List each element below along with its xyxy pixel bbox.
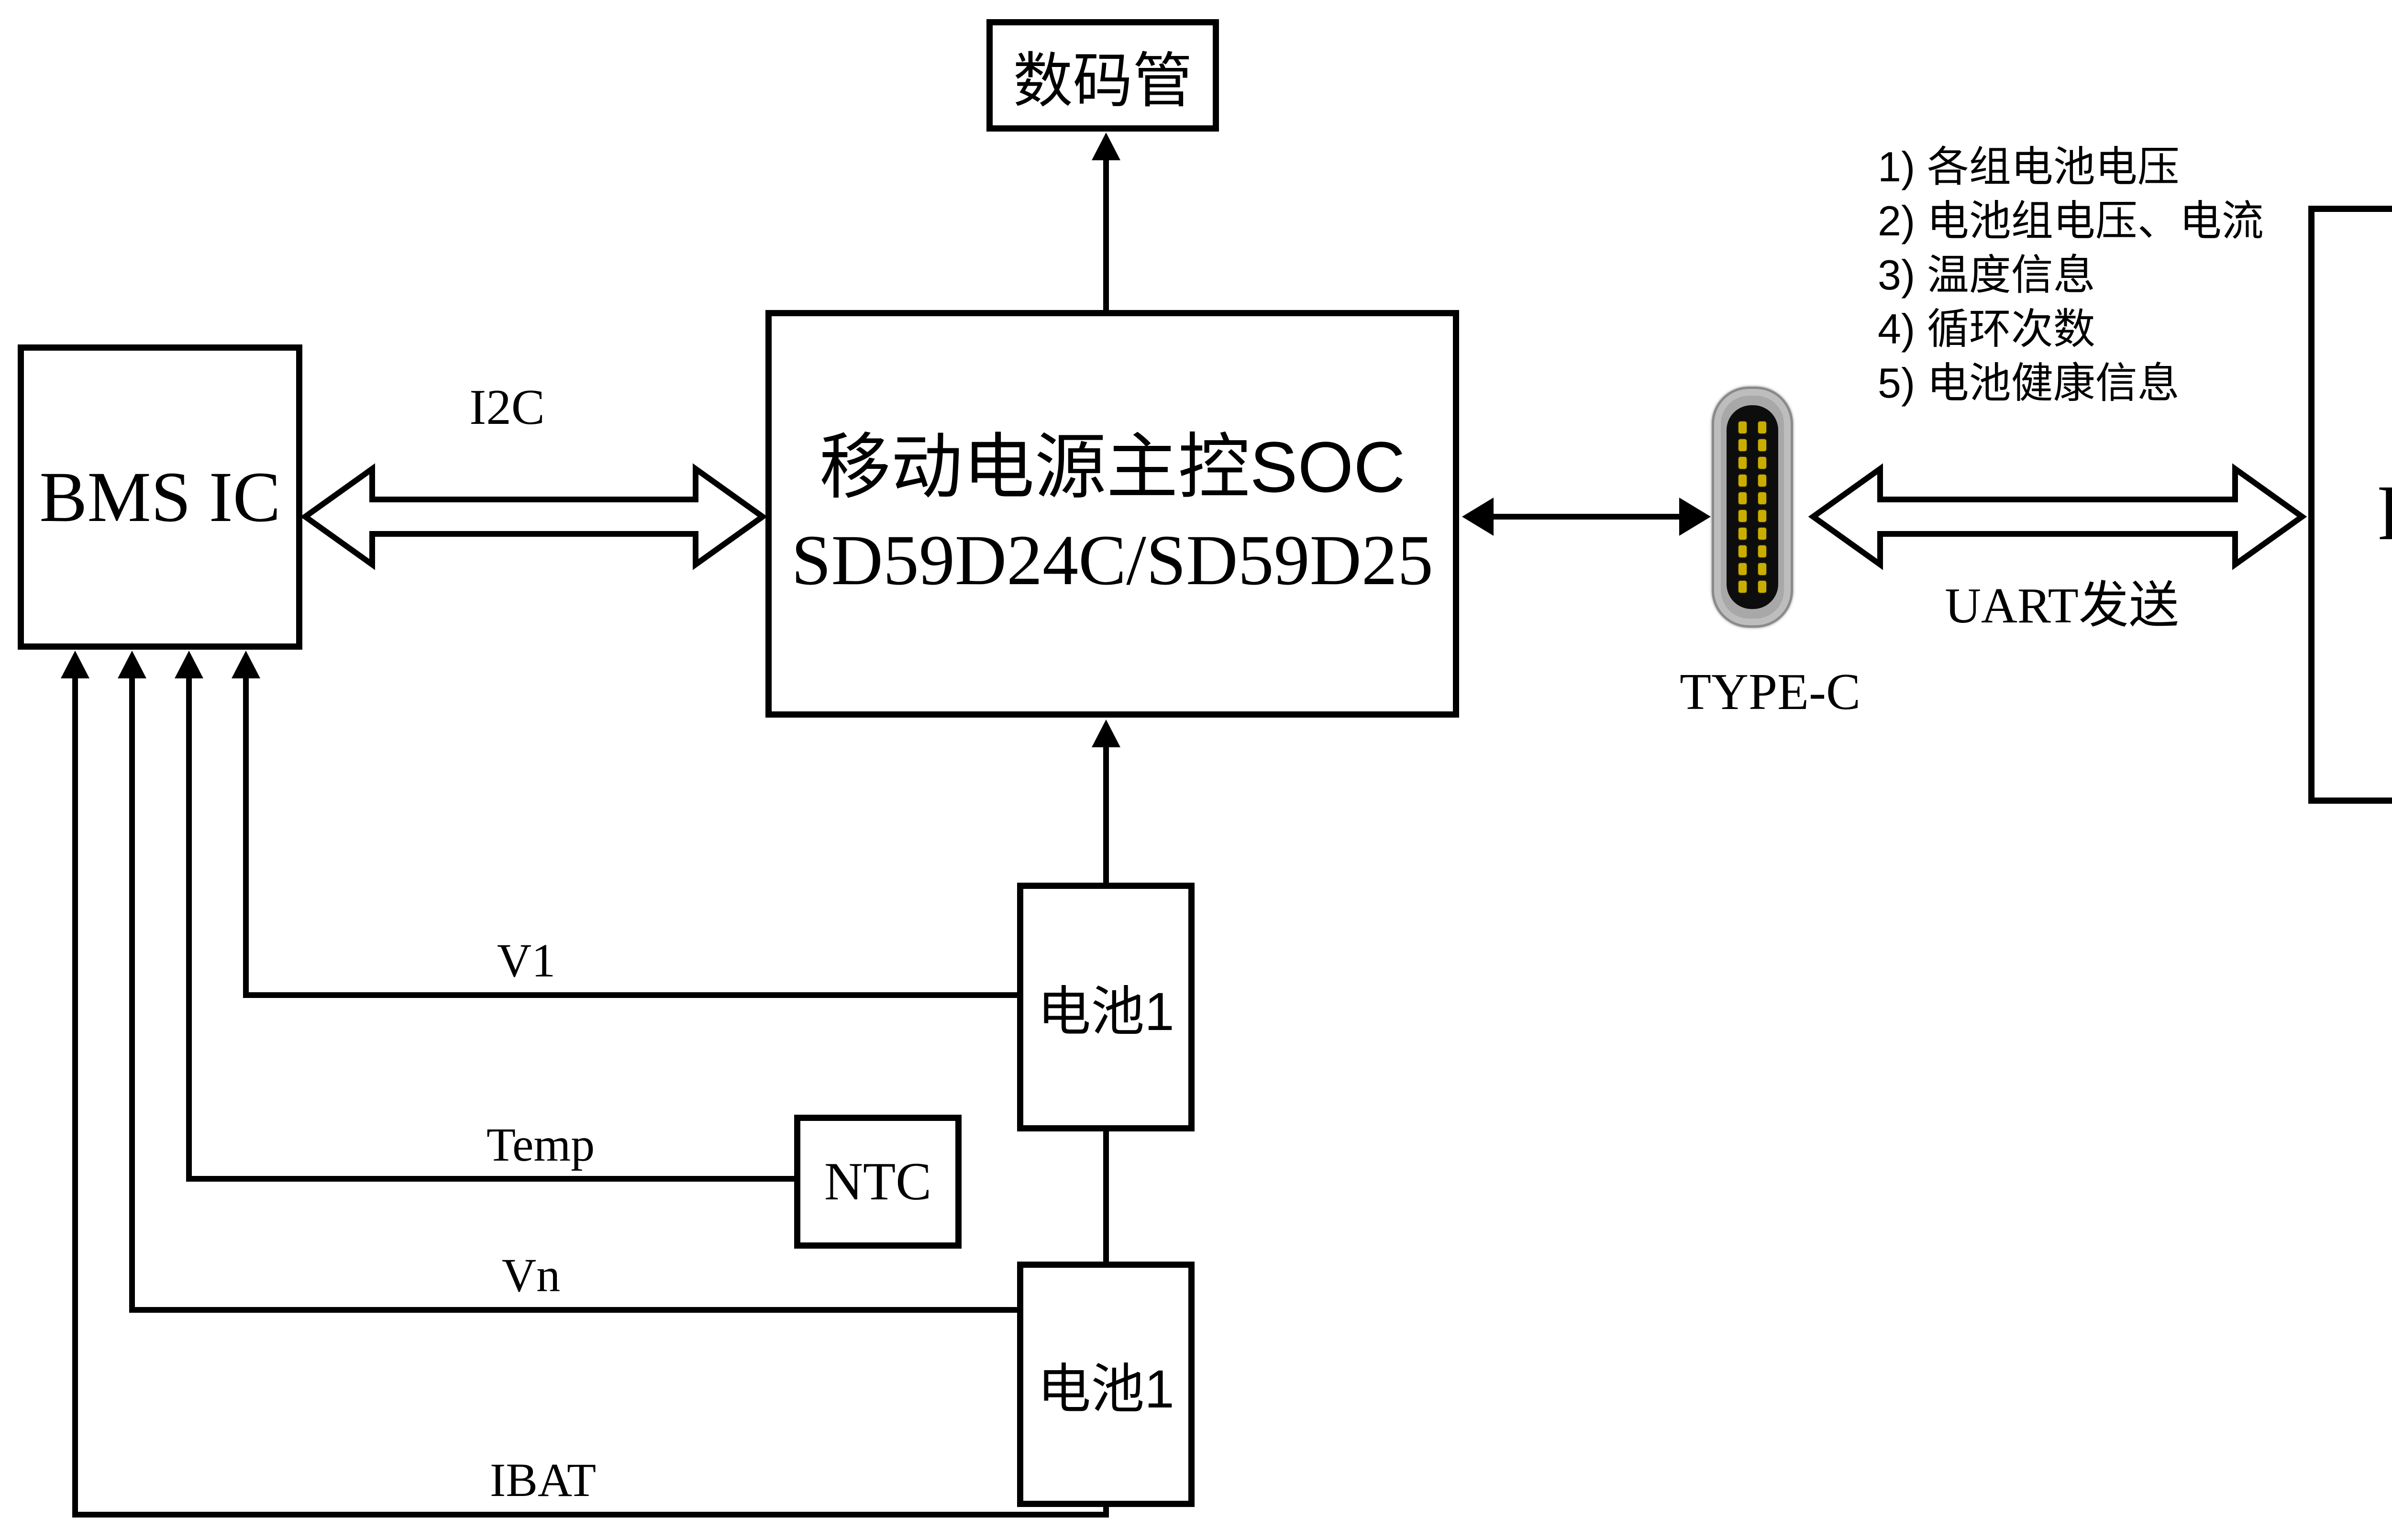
uart-info-item-4: 4) 循环次数 [1878, 305, 2095, 353]
soc-typec-arrow-left-head [1462, 498, 1494, 536]
wire-ibat-vertical [72, 676, 78, 1512]
type-c-connector-icon [1712, 387, 1793, 628]
digital-display-label: 数码管 [1013, 48, 1193, 114]
vn-label: Vn [501, 1249, 561, 1302]
digital-display-box: 数码管 [986, 19, 1219, 132]
arrow-temp-head [175, 651, 203, 678]
uart-info-item-5: 5) 电池健康信息 [1878, 359, 2180, 407]
pc-phone-label: PC/手机 [2377, 448, 2392, 562]
wire-temp-horizontal [186, 1176, 794, 1182]
battery1-label: 电池1 [1037, 982, 1174, 1041]
bms-ic-label: BMS IC [39, 457, 281, 537]
wire-ibat-horizontal [72, 1512, 1109, 1518]
uart-info-item-3: 3) 温度信息 [1878, 251, 2095, 299]
temp-label: Temp [486, 1118, 595, 1171]
arrow-vn-head [118, 651, 146, 678]
arrow-v1-head [232, 651, 260, 678]
soc-title-line2: SD59D24C/SD59D25 [791, 521, 1433, 600]
soc-title-line1: 移动电源主控SOC [819, 427, 1406, 507]
v1-label: V1 [497, 934, 556, 987]
type-c-label: TYPE-C [1680, 664, 1860, 720]
battery1-box: 电池1 [1017, 883, 1195, 1131]
ntc-box: NTC [794, 1115, 962, 1249]
uart-double-arrow-icon [1808, 463, 2307, 570]
bms-ic-box: BMS IC [18, 344, 302, 650]
type-c-pin-column-left [1738, 419, 1747, 596]
arrow-battery-to-soc-shaft [1103, 745, 1109, 883]
uart-info-list: 1) 各组电池电压 2) 电池组电压、电流 3) 温度信息 4) 循环次数 5)… [1878, 140, 2264, 410]
uart-info-item-2: 2) 电池组电压、电流 [1878, 197, 2264, 244]
arrow-soc-to-display-head [1092, 133, 1120, 160]
pc-phone-box: PC/手机 [2308, 206, 2392, 804]
wire-v1-horizontal [243, 992, 1017, 998]
wire-battery1-battery2 [1103, 1131, 1109, 1262]
soc-typec-arrow-right-head [1679, 498, 1711, 536]
uart-label: UART发送 [1945, 577, 2179, 633]
battery2-label: 电池1 [1037, 1359, 1174, 1419]
arrow-soc-to-display-shaft [1103, 158, 1109, 310]
type-c-pin-column-right [1758, 419, 1767, 596]
i2c-double-arrow-icon [300, 463, 768, 570]
arrow-ibat-head [61, 651, 89, 678]
ibat-label: IBAT [489, 1453, 597, 1507]
uart-info-item-1: 1) 各组电池电压 [1878, 143, 2180, 190]
wire-temp-vertical [186, 676, 192, 1176]
battery2-box: 电池1 [1017, 1262, 1195, 1507]
wire-vn-horizontal [129, 1307, 1017, 1313]
wire-vn-vertical [129, 676, 135, 1307]
i2c-label: I2C [469, 379, 545, 435]
wire-v1-vertical [243, 676, 249, 992]
ntc-label: NTC [824, 1152, 931, 1211]
arrow-battery-to-soc-head [1092, 720, 1120, 747]
type-c-slot [1727, 405, 1778, 609]
soc-box: 移动电源主控SOC SD59D24C/SD59D25 [765, 310, 1459, 718]
wire-battery2-ibat [1103, 1505, 1109, 1518]
soc-typec-arrow-shaft [1491, 514, 1682, 520]
